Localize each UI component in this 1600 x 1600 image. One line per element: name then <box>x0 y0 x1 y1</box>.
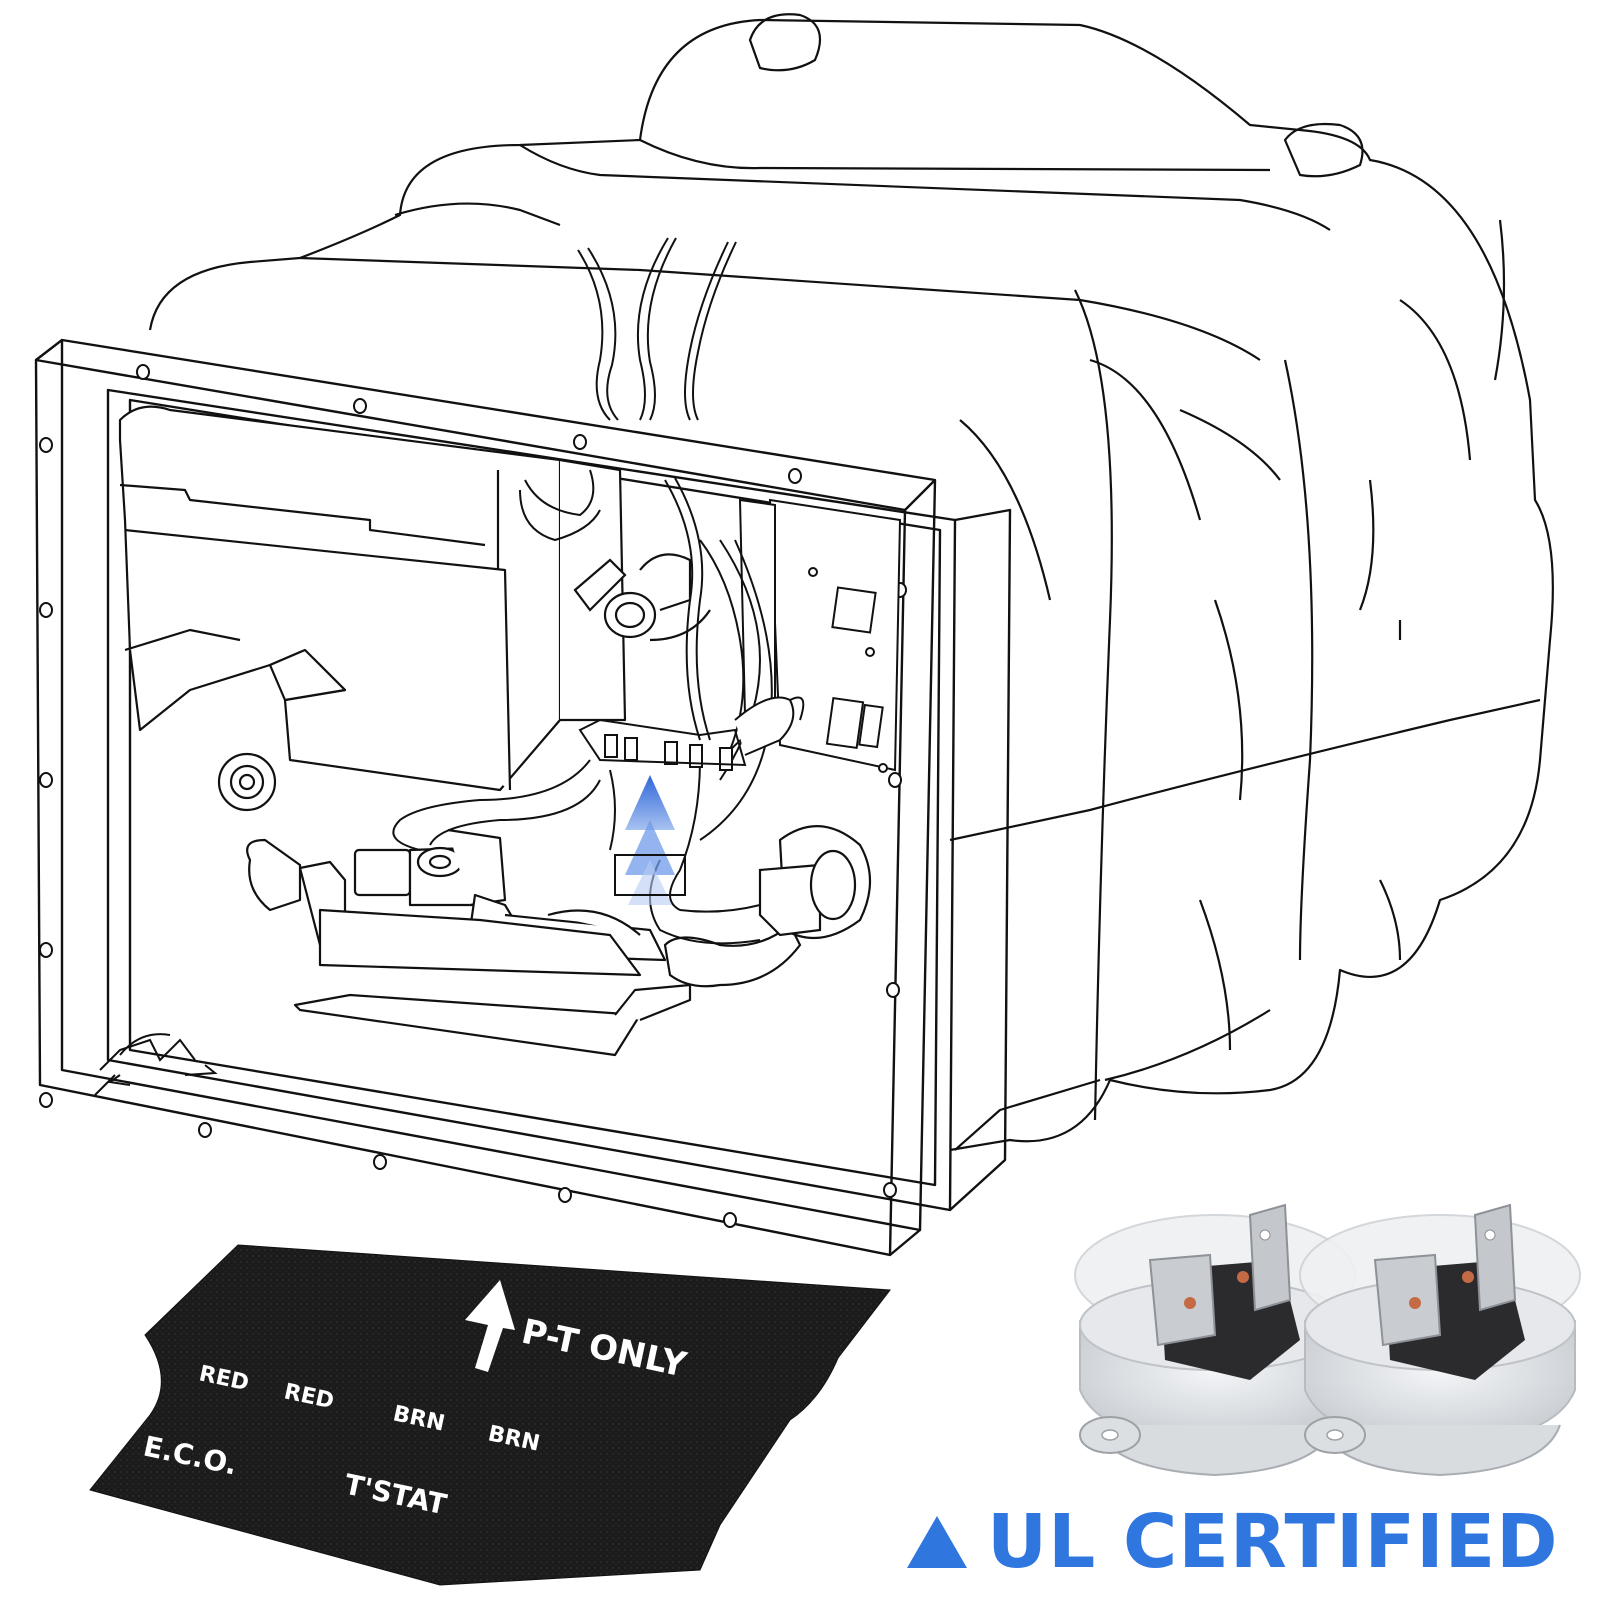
eco-location-arrow <box>614 775 686 905</box>
top-wires <box>577 237 737 421</box>
insulation-card: P-T ONLY RED RED BRN BRN E.C.O. T'STAT <box>89 1244 891 1586</box>
tank-body <box>148 13 1554 1152</box>
thermostat-left <box>1074 1203 1356 1477</box>
terminal-block <box>578 696 795 771</box>
latch-detail <box>94 1033 218 1096</box>
burner-tube <box>663 825 872 988</box>
up-arrow-icon <box>465 1280 515 1372</box>
triangle-icon <box>907 1516 967 1568</box>
thermostat-right <box>1299 1203 1581 1477</box>
ul-certified-text: UL CERTIFIED <box>987 1499 1559 1585</box>
valve-knob <box>573 553 711 642</box>
flange-screw-holes <box>39 364 907 1228</box>
gas-valve <box>246 828 692 1057</box>
ul-certified-badge: UL CERTIFIED <box>905 1502 1559 1582</box>
burner-housing <box>118 405 627 792</box>
front-flange <box>34 338 1012 1257</box>
drain-plug <box>217 752 277 812</box>
